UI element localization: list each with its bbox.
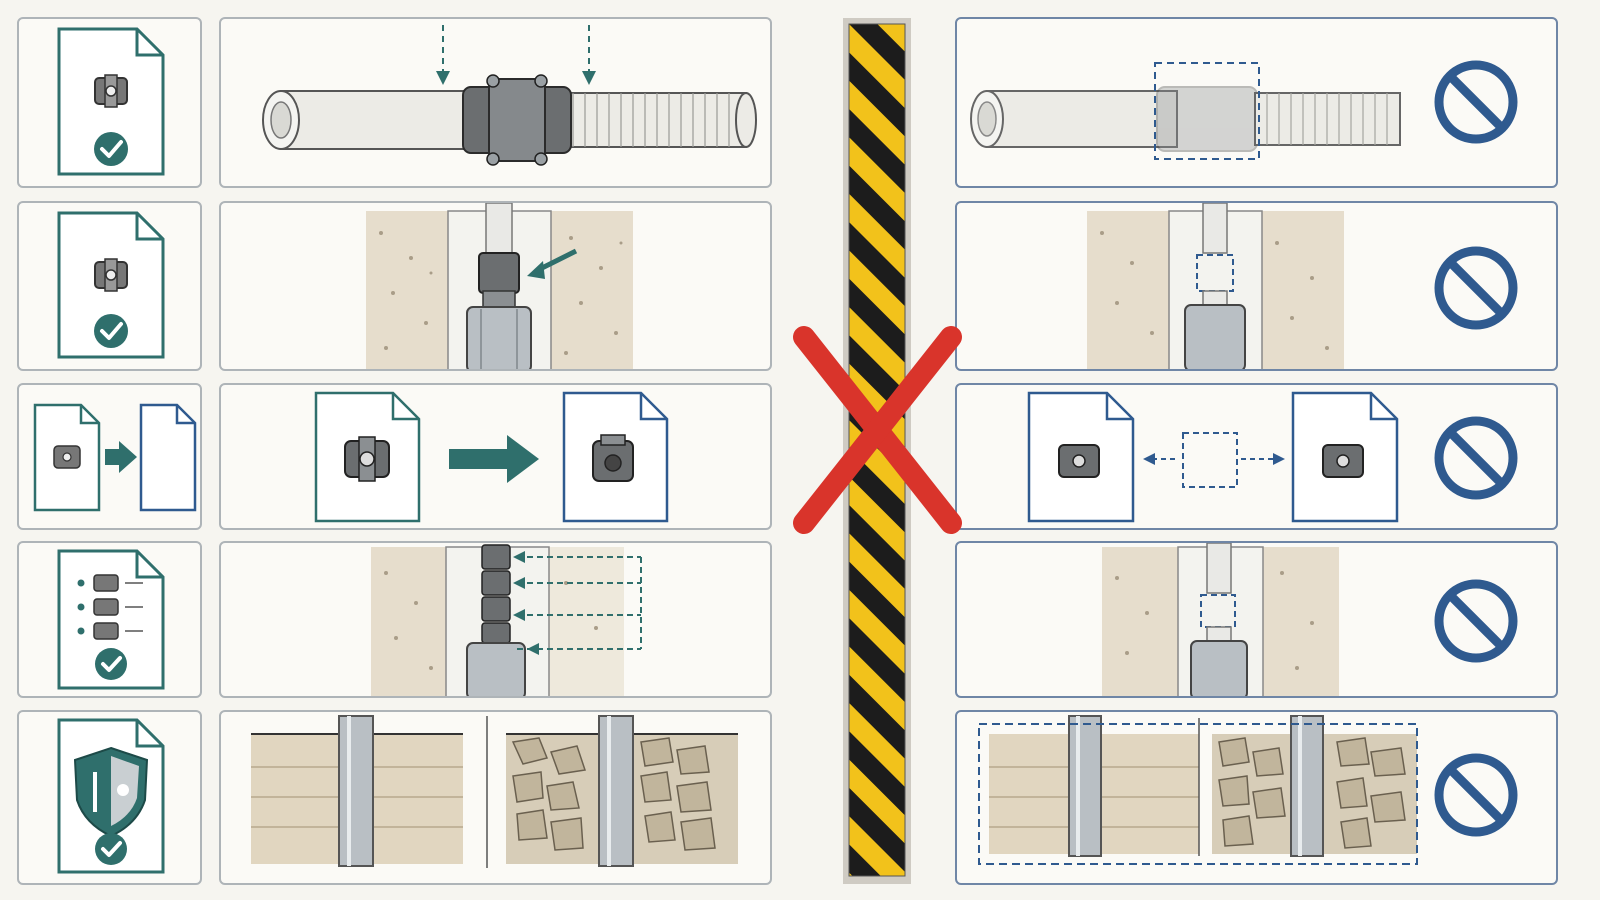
document-coupling-check-icon (57, 27, 165, 176)
scene-panel-row-5 (219, 710, 772, 885)
red-cross-icon (793, 326, 962, 534)
prohibited-icon (1434, 416, 1518, 500)
prohibited-icon (1434, 60, 1518, 144)
pipe-coupling-ghosted (970, 62, 1401, 160)
borehole-pump-missing-coupling (1087, 203, 1344, 369)
pipe-coupling-connection (262, 25, 757, 166)
prohibited-panel-row-4 (955, 541, 1558, 698)
borehole-stacked-couplings (371, 544, 642, 696)
prohibited-panel-row-5 (955, 710, 1558, 885)
icon-panel-row-4 (17, 541, 202, 698)
prohibited-panel-row-2 (955, 201, 1558, 371)
prohibited-icon (1434, 579, 1518, 663)
prohibited-icon (1434, 246, 1518, 330)
prohibited-panel-row-3 (955, 383, 1558, 530)
coupling-transfer-broken (1027, 391, 1399, 523)
scene-panel-row-2 (219, 201, 772, 371)
prohibited-panel-row-1 (955, 17, 1558, 188)
icon-panel-row-2 (17, 201, 202, 371)
pipe-in-layered-and-rocky-ground (251, 715, 738, 868)
document-transfer-icon (33, 403, 197, 512)
borehole-pump-coupling (366, 203, 633, 369)
document-shield-check-icon (57, 718, 165, 874)
icon-panel-row-1 (17, 17, 202, 188)
document-coupling-check-icon (57, 211, 165, 359)
borehole-missing-stack (1102, 543, 1339, 696)
icon-panel-row-3 (17, 383, 202, 530)
scene-panel-row-4 (219, 541, 772, 698)
coupling-document-transfer (314, 391, 669, 523)
ground-conditions-dashed (978, 715, 1418, 865)
scene-panel-row-1 (219, 17, 772, 188)
icon-panel-row-5 (17, 710, 202, 885)
document-coupling-list-check-icon (57, 549, 165, 690)
scene-panel-row-3 (219, 383, 772, 530)
prohibited-icon (1434, 753, 1518, 837)
